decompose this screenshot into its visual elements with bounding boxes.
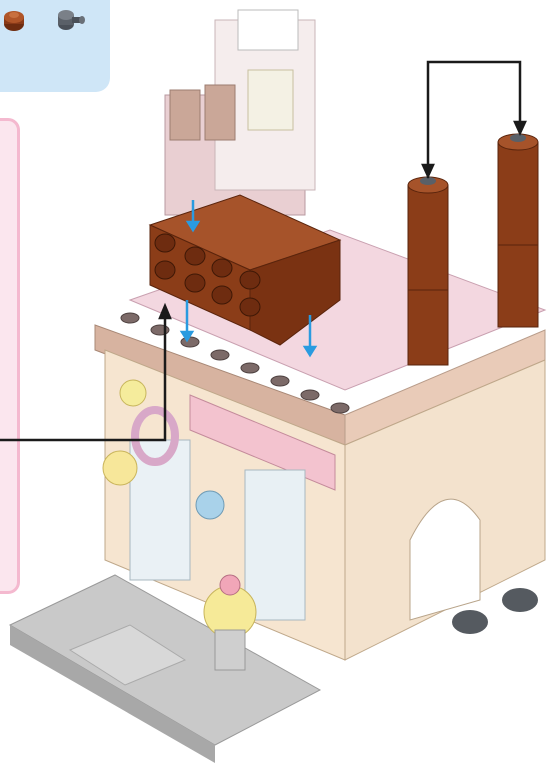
back-tower	[165, 10, 315, 215]
brown-column-left	[408, 177, 448, 365]
brown-column-right	[498, 134, 538, 327]
